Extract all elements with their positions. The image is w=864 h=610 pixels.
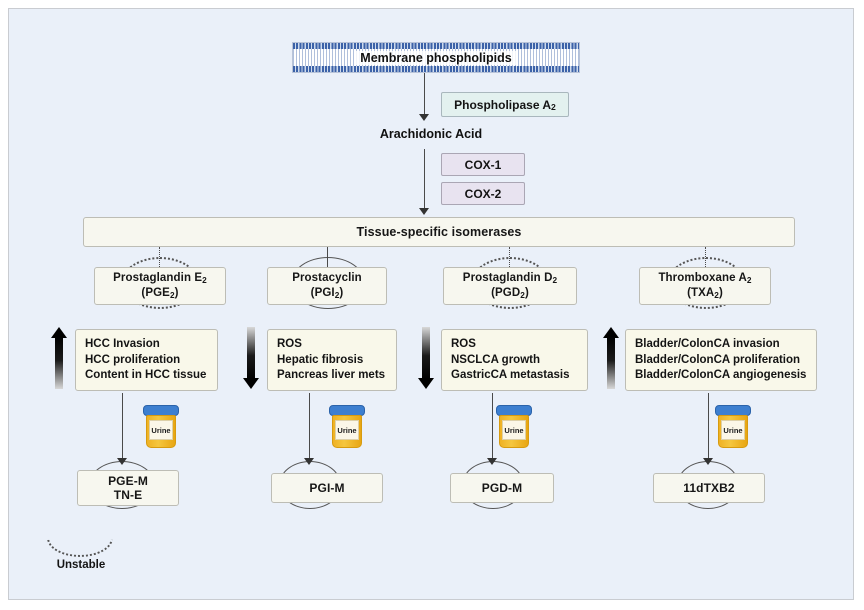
- urine-specimen-cup-txa2: Urine: [715, 405, 751, 449]
- legend-label: Unstable: [56, 559, 106, 571]
- mediator-txa2-line1: Thromboxane A2: [658, 272, 752, 286]
- mediator-pge2-line1: Prostaglandin E2: [113, 272, 207, 286]
- connector-membrane-to-aa: [424, 73, 425, 117]
- metabolite-line1: PGE-M: [108, 474, 148, 488]
- metabolite-line2: TN-E: [113, 488, 143, 502]
- metabolite-box-pgi-m: PGI-M: [271, 473, 383, 503]
- mediator-pgd2-line1: Prostaglandin D2: [462, 272, 558, 286]
- metabolite-box-11dtxb2: 11dTXB2: [653, 473, 765, 503]
- mediator-box-pgd2: Prostaglandin D2 (PGD2): [443, 267, 577, 305]
- arrowhead-pge2-to-metabolite: [117, 458, 127, 465]
- mediator-box-pge2: Prostaglandin E2 (PGE2): [94, 267, 226, 305]
- connector-aa-to-isomerases: [424, 149, 425, 211]
- decrease-arrow-pgd2-head: [418, 378, 434, 389]
- phospholipase-subscript: 2: [551, 101, 556, 112]
- connector-isomerases-to-txa2: [705, 247, 706, 269]
- enzyme-cox-1: COX-1: [441, 153, 525, 176]
- effect-item: Pancreas liver mets: [277, 369, 386, 381]
- dashed-arc-icon: [47, 539, 113, 557]
- cup-label: Urine: [149, 420, 173, 440]
- metabolite-box-pgd-m: PGD-M: [450, 473, 554, 503]
- arrowhead-pgd2-to-metabolite: [487, 458, 497, 465]
- arachidonic-acid-label: Arachidonic Acid: [379, 127, 483, 141]
- connector-pge2-to-metabolite: [122, 393, 123, 462]
- increase-arrow-txa2-head: [603, 327, 619, 338]
- effect-item: HCC Invasion: [85, 338, 160, 350]
- cup-label: Urine: [721, 420, 745, 440]
- increase-arrow-pge2: [51, 327, 67, 389]
- connector-isomerases-to-pgi2: [327, 247, 328, 269]
- tissue-specific-isomerases-bar: Tissue-specific isomerases: [83, 217, 795, 247]
- effect-item: Content in HCC tissue: [85, 369, 207, 381]
- effect-item: Bladder/ColonCA invasion: [635, 338, 780, 350]
- mediator-pge2-line2: (PGE2): [141, 287, 179, 301]
- connector-txa2-to-metabolite: [708, 393, 709, 462]
- effect-item: HCC proliferation: [85, 353, 181, 366]
- decrease-arrow-pgi2-head: [243, 378, 259, 389]
- effect-item: NSCLCA growth: [451, 353, 541, 366]
- increase-arrow-pge2-head: [51, 327, 67, 338]
- effects-box-pgd2: ROS NSCLCA growth GastricCA metastasis: [441, 329, 588, 391]
- effect-item: Bladder/ColonCA proliferation: [635, 353, 801, 366]
- mediator-pgd2-line2: (PGD2): [491, 287, 529, 301]
- arrowhead-txa2-to-metabolite: [703, 458, 713, 465]
- arrowhead-aa-to-isomerases: [419, 208, 429, 215]
- mediator-box-pgi2: Prostacyclin (PGI2): [267, 267, 387, 305]
- connector-pgi2-to-metabolite: [309, 393, 310, 462]
- arrowhead-membrane-to-aa: [419, 114, 429, 121]
- connector-isomerases-to-pge2: [159, 247, 160, 269]
- mediator-pgi2-line1: Prostacyclin: [292, 272, 362, 284]
- effects-box-txa2: Bladder/ColonCA invasion Bladder/ColonCA…: [625, 329, 817, 391]
- metabolite-box-pge-m: PGE-M TN-E: [77, 470, 179, 506]
- mediator-box-txa2: Thromboxane A2 (TXA2): [639, 267, 771, 305]
- cup-label: Urine: [335, 420, 359, 440]
- arrowhead-pgi2-to-metabolite: [304, 458, 314, 465]
- decrease-arrow-pgi2: [243, 327, 259, 389]
- lipid-heads-bottom: [293, 66, 579, 72]
- effects-box-pge2: HCC Invasion HCC proliferation Content i…: [75, 329, 218, 391]
- increase-arrow-txa2-shaft: [607, 337, 615, 389]
- membrane-label: Membrane phospholipids: [293, 43, 579, 72]
- decrease-arrow-pgi2-shaft: [247, 327, 255, 379]
- effect-item: Hepatic fibrosis: [277, 353, 364, 366]
- effect-item: GastricCA metastasis: [451, 369, 570, 381]
- effect-item: Bladder/ColonCA angiogenesis: [635, 369, 807, 381]
- increase-arrow-pge2-shaft: [55, 337, 63, 389]
- cup-label: Urine: [502, 420, 526, 440]
- lipid-heads-top: [293, 43, 579, 49]
- connector-isomerases-to-pgd2: [509, 247, 510, 269]
- connector-pgd2-to-metabolite: [492, 393, 493, 462]
- effect-item: ROS: [277, 338, 302, 350]
- mediator-pgi2-line2: (PGI2): [310, 287, 344, 301]
- effect-item: ROS: [451, 338, 476, 350]
- membrane-phospholipids-bar: Membrane phospholipids: [292, 42, 580, 73]
- mediator-txa2-line2: (TXA2): [687, 287, 723, 301]
- urine-specimen-cup-pgd2: Urine: [496, 405, 532, 449]
- effects-box-pgi2: ROS Hepatic fibrosis Pancreas liver mets: [267, 329, 397, 391]
- decrease-arrow-pgd2-shaft: [422, 327, 430, 379]
- decrease-arrow-pgd2: [418, 327, 434, 389]
- urine-specimen-cup-pge2: Urine: [143, 405, 179, 449]
- enzyme-cox-2: COX-2: [441, 182, 525, 205]
- increase-arrow-txa2: [603, 327, 619, 389]
- urine-specimen-cup-pgi2: Urine: [329, 405, 365, 449]
